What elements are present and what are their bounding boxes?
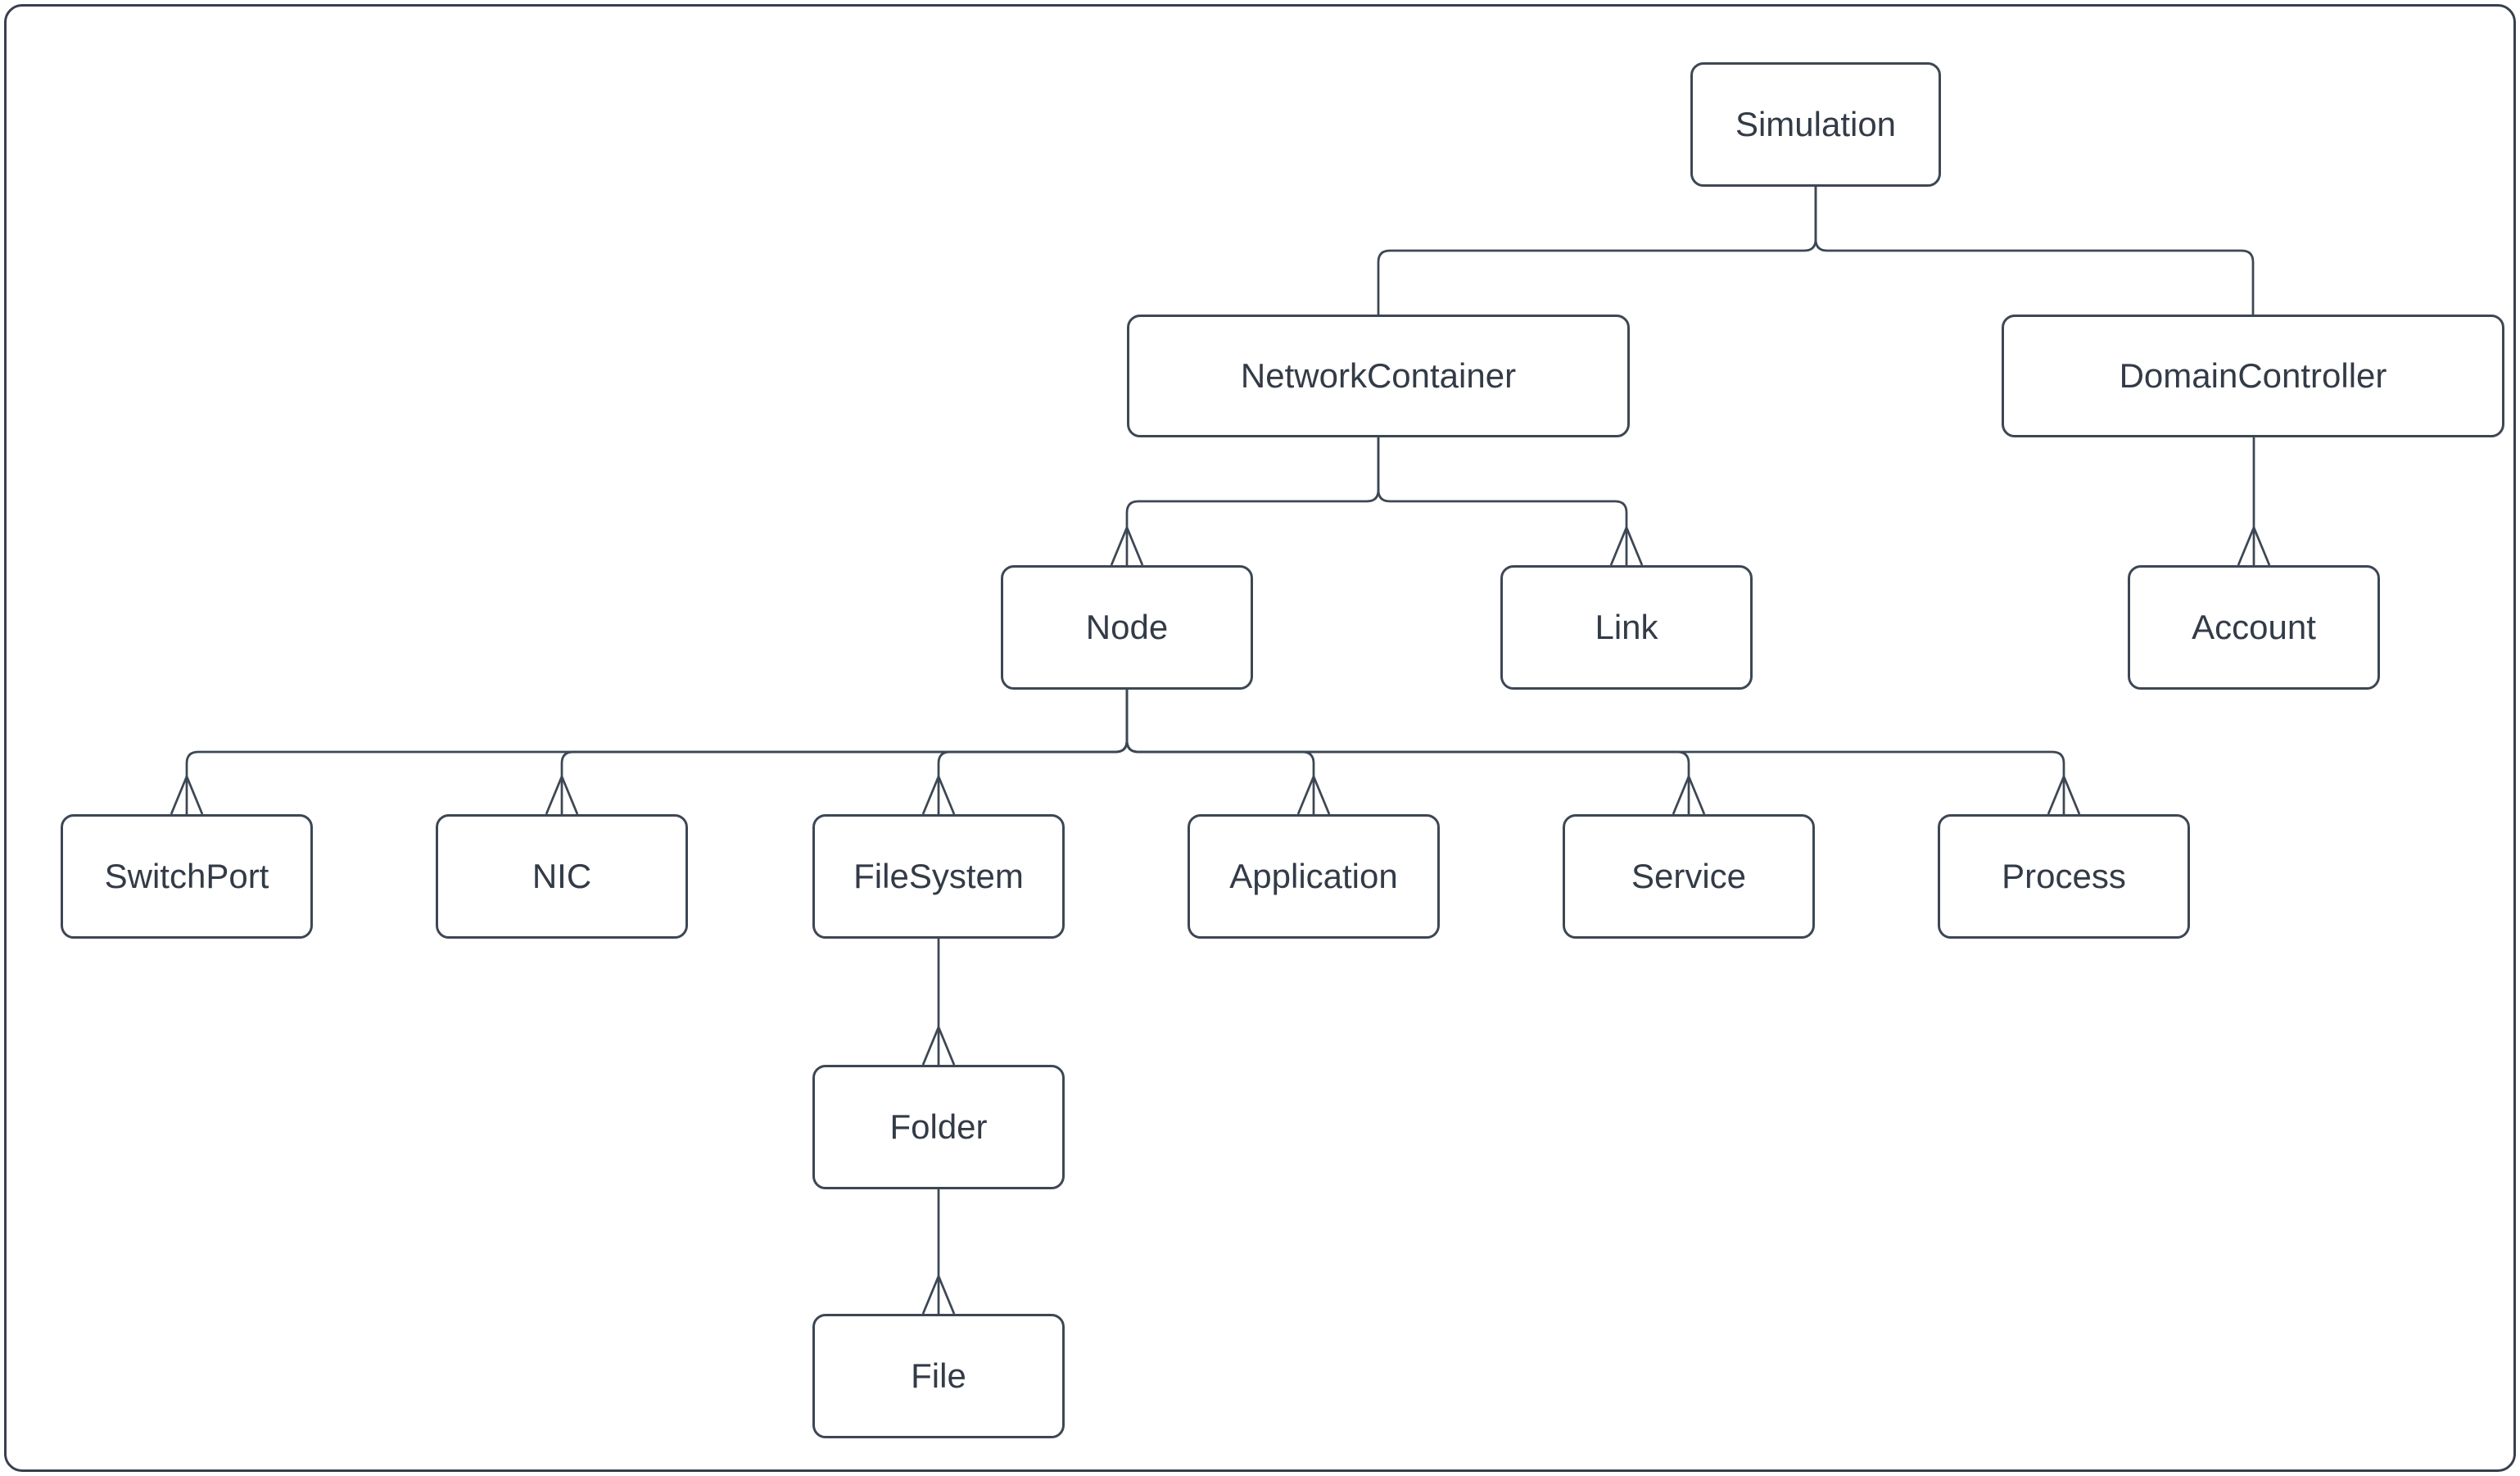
edge-networkcontainer-node (1125, 437, 1380, 565)
edge-simulation-networkcontainer (1377, 187, 1817, 315)
edge-node-process (1125, 690, 2065, 814)
edge-simulation-domaincontroller (1814, 187, 2255, 315)
node-box-node[interactable]: Node (1001, 565, 1253, 690)
node-box-link[interactable]: Link (1500, 565, 1753, 690)
node-label-simulation: Simulation (1735, 105, 1897, 143)
node-box-file[interactable]: File (812, 1314, 1065, 1438)
node-box-account[interactable]: Account (2128, 565, 2380, 690)
node-box-networkcontainer[interactable]: NetworkContainer (1127, 315, 1630, 437)
edge-networkcontainer-link (1377, 437, 1628, 565)
open-arrowhead-service (1672, 773, 1706, 815)
node-label-process: Process (2002, 857, 2126, 895)
node-box-application[interactable]: Application (1188, 814, 1440, 939)
node-box-simulation[interactable]: Simulation (1690, 62, 1941, 187)
open-arrowhead-switchport (170, 773, 204, 815)
open-arrowhead-application (1296, 773, 1331, 815)
open-arrowhead-account (2237, 524, 2271, 566)
node-label-node: Node (1085, 608, 1169, 646)
open-arrowhead-folder (921, 1024, 956, 1066)
open-arrowhead-node (1110, 524, 1144, 566)
node-label-nic: NIC (532, 857, 592, 895)
node-box-domaincontroller[interactable]: DomainController (2002, 315, 2504, 437)
node-label-domaincontroller: DomainController (2119, 356, 2387, 395)
node-label-filesystem: FileSystem (853, 857, 1024, 895)
node-box-filesystem[interactable]: FileSystem (812, 814, 1065, 939)
open-arrowhead-nic (545, 773, 579, 815)
node-box-nic[interactable]: NIC (436, 814, 688, 939)
open-arrowhead-process (2047, 773, 2081, 815)
node-label-link: Link (1595, 608, 1658, 646)
node-label-folder: Folder (889, 1107, 988, 1146)
node-box-service[interactable]: Service (1563, 814, 1815, 939)
node-label-account: Account (2192, 608, 2316, 646)
node-label-networkcontainer: NetworkContainer (1240, 356, 1517, 395)
open-arrowhead-link (1609, 524, 1644, 566)
open-arrowhead-filesystem (921, 773, 956, 815)
node-box-folder[interactable]: Folder (812, 1065, 1065, 1189)
node-box-switchport[interactable]: SwitchPort (61, 814, 313, 939)
edge-node-filesystem (937, 690, 1129, 814)
node-label-application: Application (1229, 857, 1398, 895)
node-label-service: Service (1631, 857, 1747, 895)
node-label-switchport: SwitchPort (104, 857, 269, 895)
node-label-file: File (911, 1356, 966, 1395)
open-arrowhead-file (921, 1273, 956, 1315)
node-box-process[interactable]: Process (1938, 814, 2190, 939)
